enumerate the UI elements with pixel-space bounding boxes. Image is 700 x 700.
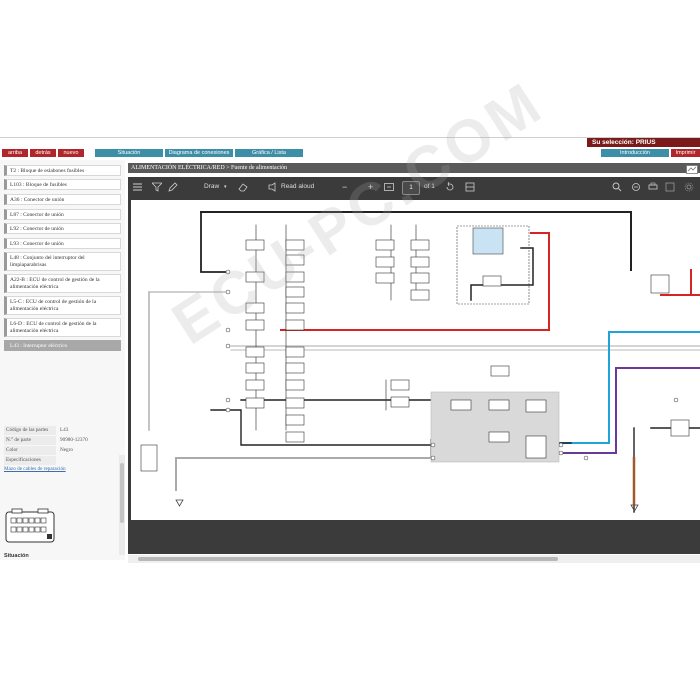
- property-label: Código de las partes: [4, 426, 56, 435]
- sidebar-item-l93[interactable]: L93 : Conector de unión: [4, 238, 121, 249]
- property-value: L43: [60, 427, 69, 433]
- sidebar-item-l92[interactable]: L92 : Conector de unión: [4, 223, 121, 234]
- sidebar-item-l103[interactable]: L103 : Bloque de fusibles: [4, 179, 121, 190]
- read-aloud-icon[interactable]: [268, 182, 278, 192]
- property-value: [58, 456, 118, 465]
- situation-label: Situación: [4, 553, 29, 559]
- zoom-out-icon[interactable]: −: [342, 182, 348, 192]
- draw-label[interactable]: Draw: [204, 183, 220, 190]
- page-total-label: of 1: [424, 183, 435, 190]
- horizontal-scrollbar[interactable]: [128, 555, 700, 563]
- read-aloud-label[interactable]: Read aloud: [281, 183, 315, 190]
- sidebar-item-l87[interactable]: L87 : Conector de unión: [4, 209, 121, 220]
- fit-page-icon[interactable]: [384, 183, 394, 191]
- tab-diagrama-conexiones[interactable]: Diagrama de conexiones: [165, 149, 233, 157]
- chevron-down-icon[interactable]: ▾: [224, 184, 227, 190]
- filter-icon[interactable]: [152, 182, 162, 192]
- property-value: Negro: [60, 447, 73, 453]
- save-icon[interactable]: [665, 182, 675, 192]
- print-icon[interactable]: [648, 182, 658, 192]
- connector-sidebar: T2 : Bloque de eslabones fusibles L103 :…: [0, 160, 125, 560]
- property-label: Especificaciones: [4, 456, 56, 465]
- sidebar-item-l43[interactable]: L43 : Interruptor eléctrico: [4, 340, 121, 351]
- introduccion-button[interactable]: Introducción: [601, 149, 669, 157]
- rotate-icon[interactable]: [445, 182, 455, 192]
- draw-pen-icon[interactable]: [168, 182, 178, 192]
- header-divider: [0, 137, 700, 138]
- search-icon[interactable]: [612, 182, 622, 192]
- vehicle-selection-label: Su selección: PRIUS: [587, 138, 700, 147]
- property-label: Color: [4, 446, 56, 455]
- navigation-bar: arriba detrás nuevo Situación Diagrama d…: [0, 149, 700, 157]
- property-value: 90980-12370: [60, 437, 88, 443]
- sidebar-item-a22b[interactable]: A22-B : ECU de control de gestión de la …: [4, 274, 121, 293]
- nav-new-button[interactable]: nuevo: [58, 149, 84, 157]
- wiring-diagram-page: [131, 200, 700, 520]
- wiring-diagram: [140, 211, 700, 513]
- property-label: N.° de parte: [4, 436, 56, 445]
- harness-repair-link[interactable]: Mazo de cables de reparación: [4, 466, 66, 472]
- connector-pinout-image: [5, 508, 55, 543]
- sidebar-item-l48[interactable]: L48 : Conjunto del interruptor del limpi…: [4, 252, 121, 271]
- settings-icon[interactable]: [684, 182, 694, 192]
- imprimir-button[interactable]: Imprimir: [671, 149, 700, 157]
- zoom-in-icon[interactable]: +: [368, 182, 374, 192]
- sidebar-item-l5c[interactable]: L5-C : ECU de control de gestión de la a…: [4, 296, 121, 315]
- tab-grafica-lista[interactable]: Gráfica / Lista: [235, 149, 303, 157]
- eraser-icon[interactable]: [238, 182, 248, 192]
- page-view-icon[interactable]: [465, 182, 475, 192]
- page-number-input[interactable]: 1: [402, 181, 420, 195]
- minus-circle-icon[interactable]: [632, 183, 642, 191]
- nav-up-button[interactable]: arriba: [2, 149, 28, 157]
- nav-back-button[interactable]: detrás: [30, 149, 56, 157]
- breadcrumb: ALIMENTACIÓN ELÉCTRICA/RED > Fuente de a…: [128, 163, 700, 173]
- sidebar-item-a36[interactable]: A36 : Conector de unión: [4, 194, 121, 205]
- pdf-toolbar: Draw ▾ Read aloud − + 1 of 1: [128, 177, 700, 197]
- diagram-options-icon[interactable]: [686, 165, 698, 174]
- menu-icon[interactable]: [133, 183, 142, 191]
- sidebar-item-t2[interactable]: T2 : Bloque de eslabones fusibles: [4, 165, 121, 176]
- tab-situacion[interactable]: Situación: [95, 149, 163, 157]
- sidebar-item-l6d[interactable]: L6-D : ECU de control de gestión de la a…: [4, 318, 121, 337]
- sidebar-scrollbar[interactable]: [119, 455, 125, 555]
